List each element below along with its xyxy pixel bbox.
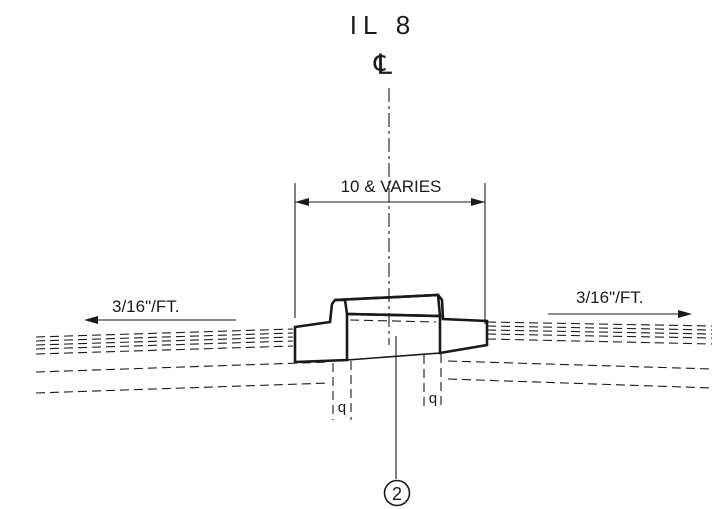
slope-label-right: 3/16"/FT. (576, 288, 643, 307)
gutter-label-left: b (338, 400, 346, 417)
curb-hatched-body (293, 293, 489, 364)
width-dimension-label: 10 & VARIES (341, 177, 442, 196)
median-cap (334, 293, 442, 318)
gutter-leaders-left (332, 361, 352, 420)
slope-arrow-right-head (678, 310, 692, 318)
median-curb-section (293, 293, 489, 364)
gutter-leaders-right (423, 354, 442, 408)
pavement-layers-left (35, 328, 331, 394)
slope-arrow-left-head (84, 316, 98, 324)
gutter-label-right: b (429, 391, 437, 408)
route-label: IL 8 (350, 10, 416, 40)
centerline-symbol: ℄ (373, 49, 392, 80)
callout-number: 2 (392, 484, 402, 504)
slope-label-left: 3/16"/FT. (112, 297, 179, 316)
pavement-layers-right (447, 321, 712, 389)
dimension-arrow-right (471, 198, 485, 206)
dimension-arrow-left (295, 198, 309, 206)
callout-bubble (383, 479, 411, 507)
